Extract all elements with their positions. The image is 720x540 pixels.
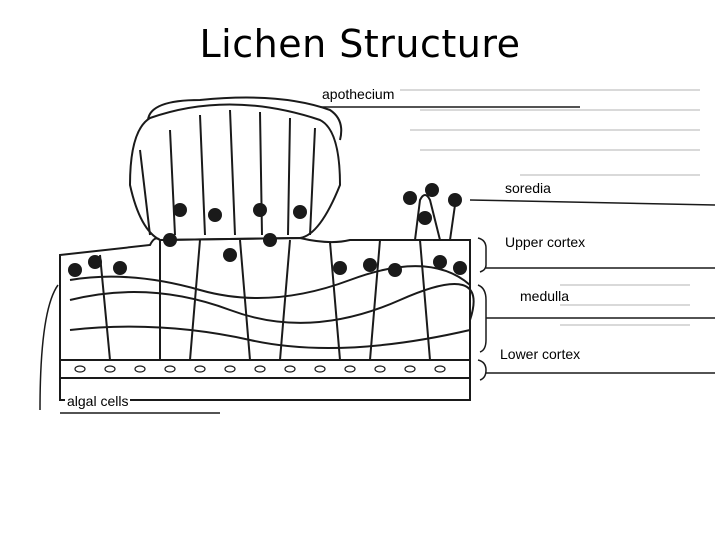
layer-brackets (477, 237, 487, 381)
apothecium-cup (128, 103, 342, 242)
label-algal-cells: algal cells (65, 393, 131, 409)
soredia-stalks (414, 194, 456, 241)
label-upper-cortex: Upper cortex (503, 234, 588, 250)
faint-background-text (400, 89, 700, 326)
label-lower-cortex: Lower cortex (498, 346, 583, 362)
label-soredia: soredia (503, 180, 553, 196)
label-medulla: medulla (518, 288, 572, 304)
label-apothecium: apothecium (320, 86, 397, 102)
thallus-body (59, 96, 475, 401)
slide-title: Lichen Structure (199, 22, 521, 66)
leader-lines (39, 106, 716, 414)
lichen-cross-section-diagram (39, 89, 716, 414)
algal-cells-dots (68, 183, 467, 277)
lower-cortex-cells (74, 365, 446, 373)
apothecium-rim (147, 96, 343, 141)
